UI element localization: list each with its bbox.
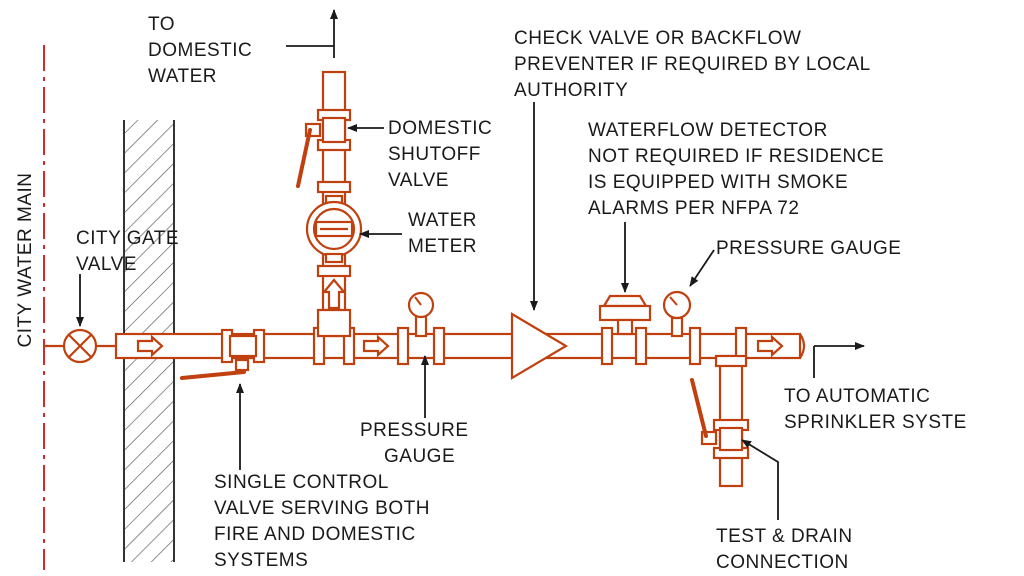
- city-water-main-label: CITY WATER MAIN: [15, 172, 36, 348]
- water-meter-label: WATER METER: [408, 210, 477, 257]
- pressure-gauge-right: [662, 290, 692, 338]
- pressure-gauge-center-label: PRESSURE GAUGE: [360, 420, 469, 467]
- water-meter: [305, 194, 363, 264]
- single-control-valve: [180, 328, 266, 380]
- to-automatic-sprinkler-label: TO AUTOMATIC SPRINKLER SYSTE: [784, 386, 967, 433]
- pressure-gauge-center: [407, 291, 435, 338]
- city-gate-valve: [44, 328, 116, 364]
- domestic-shutoff-valve: [296, 108, 352, 278]
- leader-pressure-gauge-right: [689, 249, 715, 287]
- domestic-shutoff-valve-label: DOMESTIC SHUTOFF VALVE: [388, 118, 493, 191]
- single-control-valve-label: SINGLE CONTROL VALVE SERVING BOTH FIRE A…: [214, 472, 430, 571]
- waterflow-detector: [598, 294, 652, 336]
- test-drain-label: TEST & DRAIN CONNECTION: [716, 526, 853, 573]
- waterflow-detector-label: WATERFLOW DETECTOR NOT REQUIRED IF RESID…: [588, 120, 885, 219]
- leader-test-drain: [741, 439, 779, 520]
- test-drain-valve: [690, 378, 750, 460]
- check-valve: [510, 312, 569, 380]
- check-valve-label: CHECK VALVE OR BACKFLOW PREVENTER IF REQ…: [514, 28, 871, 101]
- city-gate-valve-label: CITY GATE VALVE: [76, 228, 180, 275]
- to-domestic-water-label: TO DOMESTIC WATER: [148, 14, 253, 87]
- pressure-gauge-right-label: PRESSURE GAUGE: [716, 238, 902, 259]
